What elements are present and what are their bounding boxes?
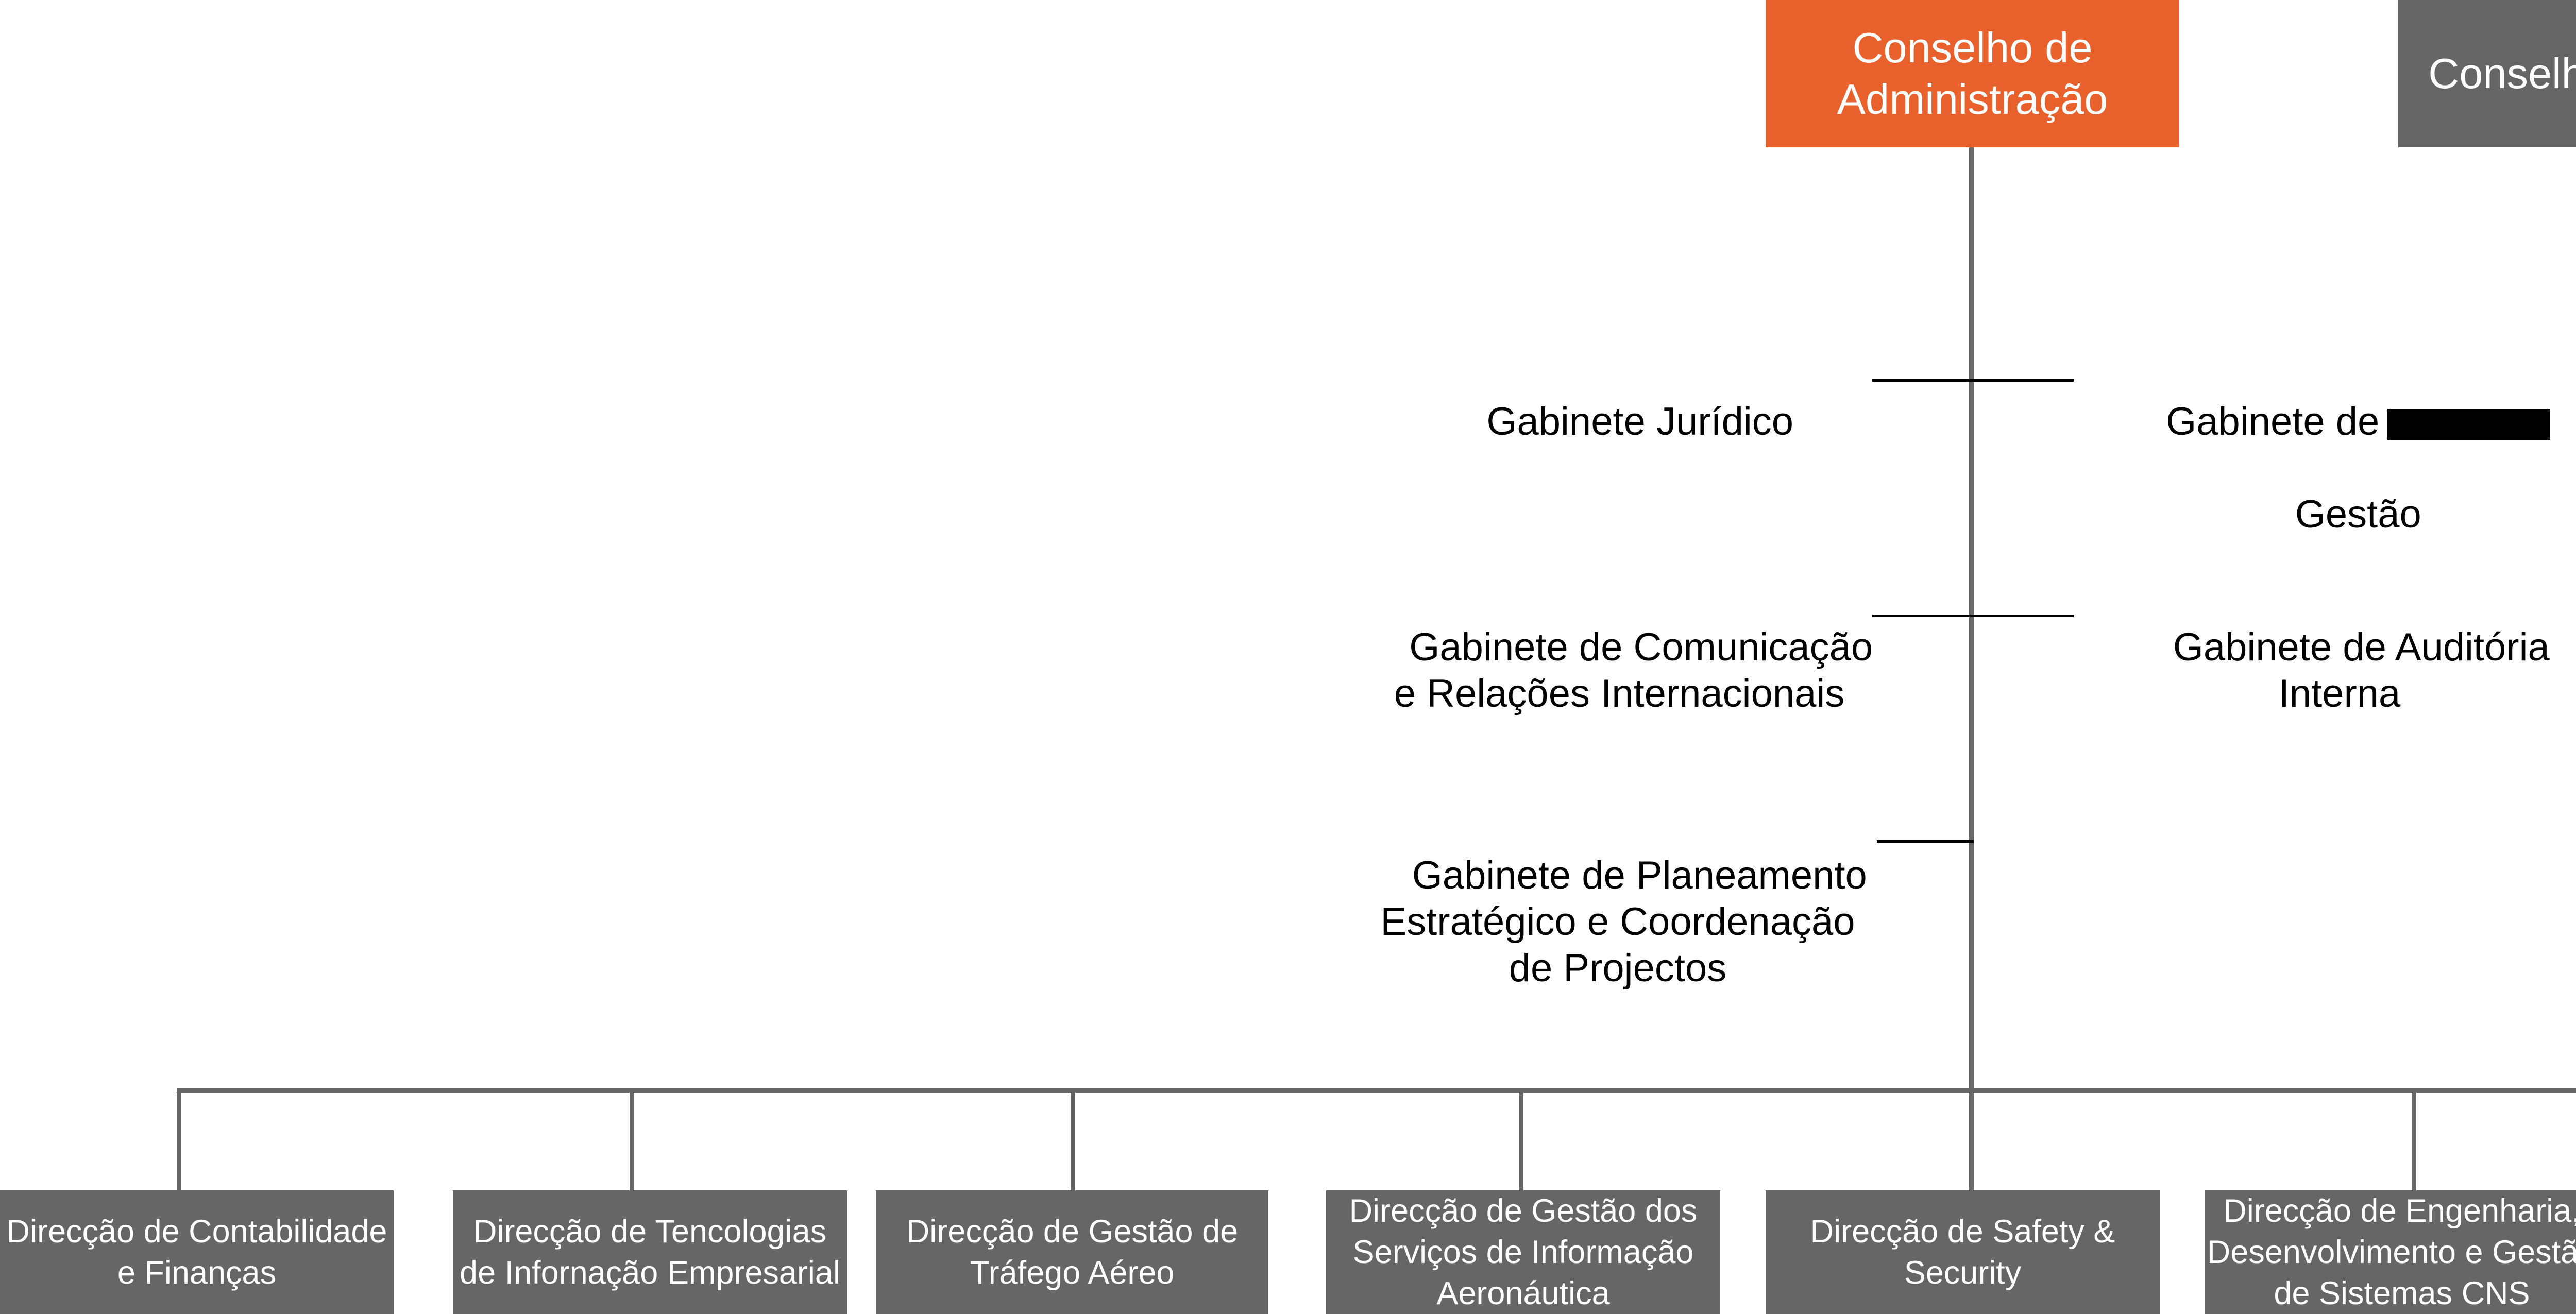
box-label: Direcção de Safety & Security bbox=[1810, 1214, 2115, 1291]
drop-line-3 bbox=[1071, 1088, 1075, 1190]
box-direccao-servicos-informacao-aeronautica: Direcção de Gestão dos Serviços de Infor… bbox=[1326, 1190, 1720, 1314]
box-label: Direcção de Gestão dos Serviços de Infor… bbox=[1349, 1193, 1698, 1311]
box-label: Direcção de Engenharia, Desenvolvimento … bbox=[2207, 1193, 2576, 1311]
office-gabinete-gestao-prefix: Gabinete de bbox=[2166, 400, 2380, 443]
drop-line-6 bbox=[2412, 1088, 2416, 1190]
office-gabinete-auditoria-label: Gabinete de Auditória Interna bbox=[2173, 625, 2550, 715]
office-gabinete-juridico-label: Gabinete Jurídico bbox=[1486, 400, 1794, 443]
office-gabinete-comunicacao-label: Gabinete de Comunicação e Relações Inter… bbox=[1394, 625, 1873, 715]
box-direccao-engenharia-cns: Direcção de Engenharia, Desenvolvimento … bbox=[2205, 1190, 2576, 1314]
drop-line-4 bbox=[1519, 1088, 1523, 1190]
box-direccao-safety-security: Direcção de Safety & Security bbox=[1766, 1190, 2160, 1314]
office-gabinete-comunicacao: Gabinete de Comunicação e Relações Inter… bbox=[1362, 578, 1877, 763]
trunk-connector-line bbox=[1969, 147, 1974, 1190]
office-gabinete-juridico: Gabinete Jurídico bbox=[1361, 352, 1876, 491]
drop-line-1 bbox=[177, 1088, 181, 1190]
connector-juridico-gestao bbox=[1872, 379, 2074, 382]
connector-planeamento bbox=[1877, 840, 1974, 843]
box-direccao-gestao-trafego-aereo: Direcção de Gestão de Tráfego Aéreo bbox=[876, 1190, 1268, 1314]
office-gabinete-planeamento: Gabinete de Planeamento Estratégico e Co… bbox=[1360, 806, 1875, 1038]
office-gabinete-planeamento-label: Gabinete de Planeamento Estratégico e Co… bbox=[1380, 854, 1867, 990]
office-gabinete-gestao: Gabinete de Gestão bbox=[2079, 352, 2576, 584]
box-conselho-administracao: Conselho de Administração bbox=[1766, 0, 2179, 147]
connector-comunicacao-auditoria bbox=[1872, 615, 2074, 617]
drop-line-2 bbox=[630, 1088, 634, 1190]
box-label: Direcção de Gestão de Tráfego Aéreo bbox=[906, 1214, 1239, 1291]
box-direccao-contabilidade-financas: Direcção de Contabilidade e Finanças bbox=[0, 1190, 394, 1314]
box-label: Direcção de Contabilidade e Finanças bbox=[6, 1214, 387, 1291]
box-label: Direcção de Tencologias de Infornação Em… bbox=[460, 1214, 840, 1291]
redaction-bar bbox=[2387, 408, 2551, 440]
office-gabinete-auditoria: Gabinete de Auditória Interna bbox=[2082, 578, 2576, 763]
box-conselho-fiscal: Conselho Fiscal bbox=[2398, 0, 2576, 147]
box-direccao-tecnologias-informacao: Direcção de Tencologias de Infornação Em… bbox=[453, 1190, 847, 1314]
box-conselho-fiscal-label: Conselho Fiscal bbox=[2428, 49, 2576, 97]
office-gabinete-gestao-line2: Gestão bbox=[2295, 492, 2421, 536]
distribution-line bbox=[177, 1088, 2576, 1093]
box-conselho-administracao-label: Conselho de Administração bbox=[1837, 24, 2108, 123]
